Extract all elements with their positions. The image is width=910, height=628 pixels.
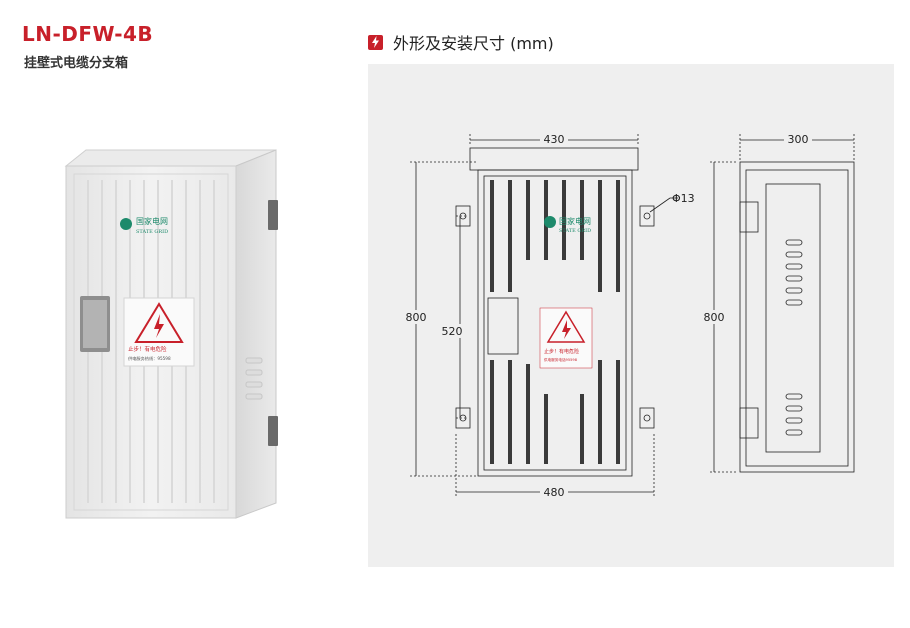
lightning-bolt-icon bbox=[368, 34, 383, 50]
dim-front-height: 800 bbox=[406, 311, 427, 324]
dim-front-width-top: 430 bbox=[544, 133, 565, 146]
product-photo: 国家电网 STATE GRID 止步！有电危险 供电服务热线：95598 bbox=[58, 148, 298, 528]
dimension-heading: 外形及安装尺寸 (mm) bbox=[368, 30, 554, 54]
product-subtitle: 挂壁式电缆分支箱 bbox=[24, 56, 129, 71]
drawing-warning-line1: 止步！有电危险 bbox=[544, 348, 579, 355]
dim-side-height: 800 bbox=[704, 311, 725, 324]
drawing-brand-en: STATE GRID bbox=[559, 228, 591, 234]
drawing-warning-line2: 供电服务电话95598 bbox=[544, 357, 578, 362]
drawing-brand-cn: 国家电网 bbox=[559, 216, 591, 226]
dim-side-depth: 300 bbox=[788, 133, 809, 146]
dim-hole-diameter: Φ13 bbox=[672, 192, 695, 205]
dim-front-width-bottom: 480 bbox=[544, 486, 565, 499]
dimension-title: 外形及安装尺寸 (mm) bbox=[393, 34, 554, 53]
model-title: LN-DFW-4B bbox=[22, 22, 154, 46]
dim-mount-height: 520 bbox=[442, 325, 463, 338]
photo-warning-line2: 供电服务热线：95598 bbox=[128, 355, 171, 362]
dimension-drawing-panel: 国家电网 STATE GRID 止步！有电危险 供电服务电话95598 430 … bbox=[368, 64, 894, 567]
photo-brand-en: STATE GRID bbox=[136, 229, 168, 235]
photo-brand-cn: 国家电网 bbox=[136, 216, 168, 226]
photo-warning-line1: 止步！有电危险 bbox=[128, 345, 167, 353]
